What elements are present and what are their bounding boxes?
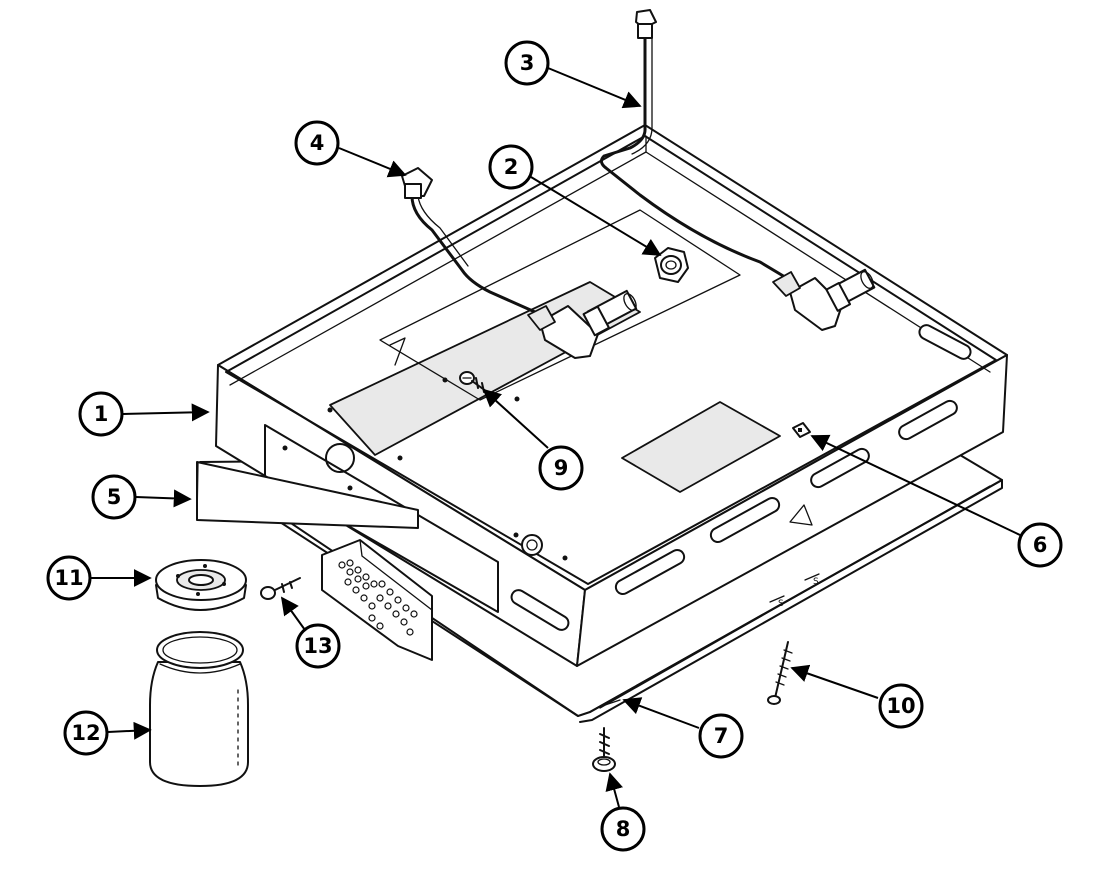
callout-2: 2 <box>488 144 534 190</box>
knob-cap <box>155 559 247 611</box>
gas-tubing <box>401 9 876 359</box>
callout-label-13: 13 <box>303 634 332 658</box>
front-slots <box>614 399 958 596</box>
callout-5: 5 <box>91 474 137 520</box>
callout-label-7: 7 <box>714 724 729 748</box>
callout-label-5: 5 <box>107 485 122 509</box>
callout-label-4: 4 <box>310 131 325 155</box>
callout-9: 9 <box>538 445 584 491</box>
callout-6: 6 <box>1017 522 1063 568</box>
long-screw <box>767 641 793 705</box>
callout-label-9: 9 <box>554 456 569 480</box>
callout-label-11: 11 <box>54 566 83 590</box>
callout-11: 11 <box>46 555 92 601</box>
svg-text:S: S <box>778 599 784 609</box>
callout-3: 3 <box>504 40 550 86</box>
left-valve <box>527 289 638 359</box>
jar <box>149 631 249 787</box>
leader-lines <box>91 67 1021 808</box>
callout-4: 4 <box>294 120 340 166</box>
callout-13: 13 <box>295 623 341 669</box>
terminal-block <box>260 539 433 661</box>
callout-12: 12 <box>63 710 109 756</box>
callout-1: 1 <box>78 391 124 437</box>
callout-label-1: 1 <box>94 402 109 426</box>
side-panel <box>196 461 419 529</box>
callout-7: 7 <box>698 713 744 759</box>
bottom-screw <box>592 727 616 772</box>
right-valve <box>772 268 876 331</box>
orifice-nut <box>654 247 689 283</box>
callout-label-2: 2 <box>504 155 519 179</box>
callout-label-3: 3 <box>520 51 535 75</box>
callout-label-12: 12 <box>71 721 100 745</box>
callout-10: 10 <box>878 683 924 729</box>
callout-8: 8 <box>600 806 646 852</box>
callout-label-10: 10 <box>886 694 915 718</box>
callout-label-8: 8 <box>616 817 631 841</box>
clip <box>792 422 811 438</box>
callout-label-6: 6 <box>1033 533 1048 557</box>
svg-text:S: S <box>813 577 819 587</box>
